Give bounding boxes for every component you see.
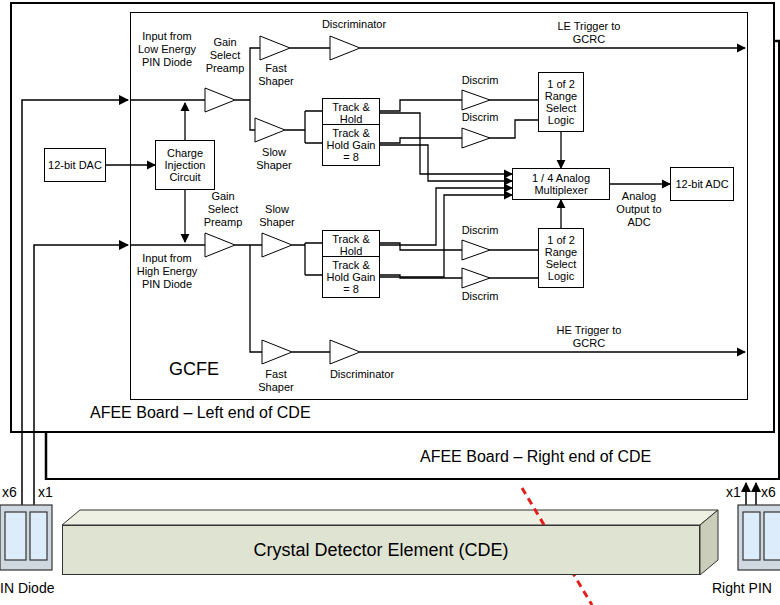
signal-label: Slow Shaper	[252, 146, 296, 172]
box-label: 1 of 2 Range Select Logic	[541, 78, 581, 126]
box-label: Track & Hold Gain = 8	[325, 127, 377, 163]
logic-box: 1 of 2 Range Select Logic	[538, 228, 584, 288]
multiplexer-box: 1 / 4 Analog Multiplexer	[512, 168, 610, 200]
signal-label: Discrim	[454, 224, 506, 237]
track-hold-box: Track & Hold Gain = 8	[322, 256, 380, 298]
logic-box: 1 of 2 Range Select Logic	[538, 72, 584, 132]
pin-label: IN Diode	[0, 580, 80, 596]
signal-label: LE Trigger to GCRC	[556, 20, 622, 46]
signal-label: Discrim	[454, 74, 506, 87]
box-label: Charge Injection Circuit	[158, 147, 212, 183]
track-hold-box: Track & Hold	[322, 98, 380, 128]
signal-label: Gain Select Preamp	[200, 190, 246, 229]
signal-label: Input from High Energy PIN Diode	[132, 252, 202, 291]
signal-wire	[560, 132, 561, 168]
signal-label: Fast Shaper	[256, 368, 296, 394]
pin-label: Right PIN	[712, 580, 778, 596]
signal-label: Discriminator	[314, 18, 394, 31]
signal-label: Fast Shaper	[256, 62, 296, 88]
box-label: Track & Hold	[325, 233, 377, 257]
signal-label: Input from Low Energy PIN Diode	[132, 30, 202, 69]
signal-label: Slow Shaper	[254, 203, 300, 229]
box-label: 1 of 2 Range Select Logic	[541, 234, 581, 282]
region-title: GCFE	[169, 359, 219, 380]
pin-label: x6	[761, 484, 779, 500]
region-title: AFEE Board – Right end of CDE	[420, 448, 651, 466]
signal-label: HE Trigger to GCRC	[556, 324, 622, 350]
box-label: 12-bit DAC	[48, 159, 102, 171]
signal-label: Discrim	[454, 290, 506, 303]
converter-box: 12-bit ADC	[670, 167, 734, 201]
signal-wire	[380, 145, 512, 181]
signal-label: Gain Select Preamp	[203, 36, 247, 75]
signal-label: Discrim	[454, 111, 506, 124]
signal-wire	[380, 195, 512, 277]
signal-wire	[380, 188, 512, 245]
pin-label: x6	[2, 484, 20, 500]
region-title: AFEE Board – Left end of CDE	[90, 404, 311, 422]
box-label: 12-bit ADC	[675, 178, 728, 190]
track-hold-box: Track & Hold	[322, 230, 380, 260]
track-hold-box: Track & Hold Gain = 8	[322, 124, 380, 166]
crystal-box: Crystal Detector Element (CDE)	[62, 525, 700, 575]
pin-label: x1	[38, 484, 56, 500]
converter-box: 12-bit DAC	[44, 148, 106, 182]
signal-wire	[610, 183, 670, 184]
box-label: Crystal Detector Element (CDE)	[253, 540, 508, 561]
pin-label: x1	[726, 484, 744, 500]
box-label: Track & Hold	[325, 101, 377, 125]
circuit-box: Charge Injection Circuit	[155, 140, 215, 190]
box-label: 1 / 4 Analog Multiplexer	[515, 172, 607, 196]
box-label: Track & Hold Gain = 8	[325, 259, 377, 295]
signal-wire	[560, 200, 561, 228]
signal-label: Analog Output to ADC	[612, 190, 666, 229]
signal-label: Discriminator	[322, 368, 402, 381]
